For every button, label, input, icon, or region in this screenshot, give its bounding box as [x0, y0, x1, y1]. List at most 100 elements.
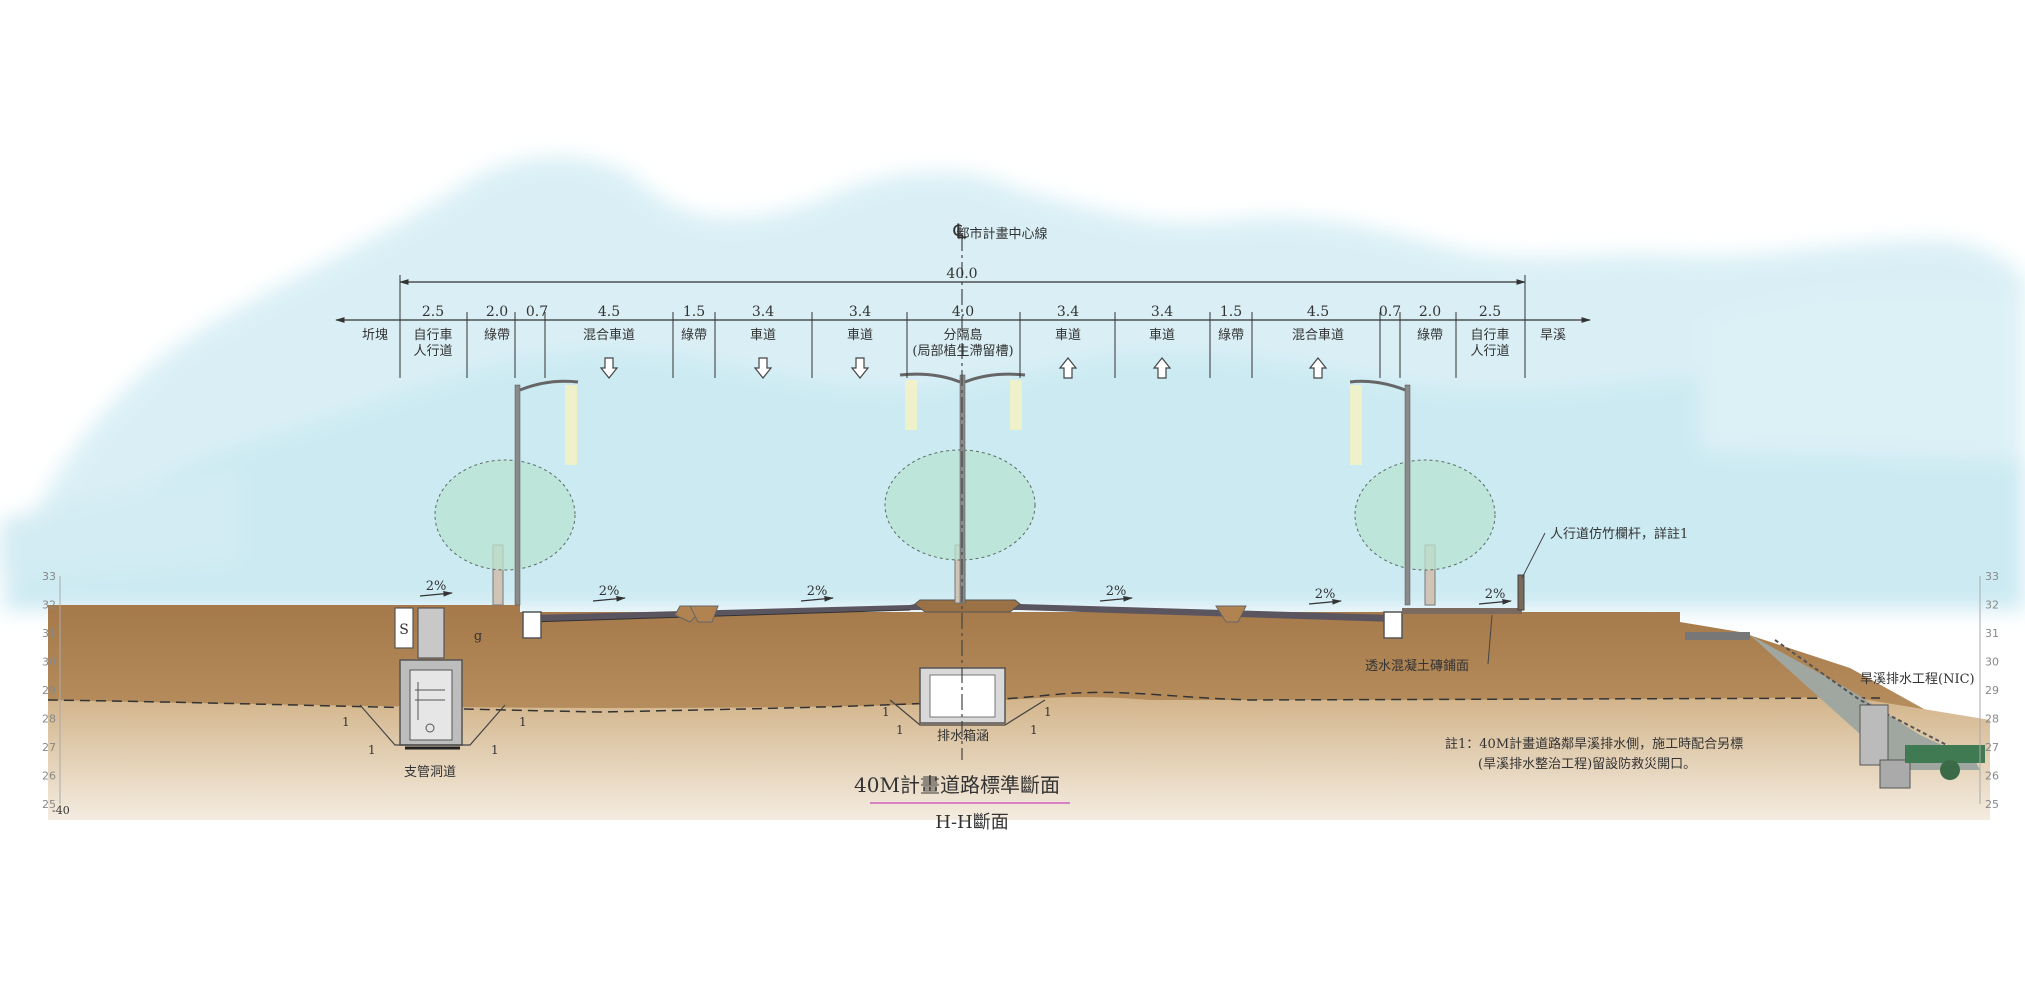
- segment-width: 1.5: [1220, 304, 1242, 320]
- segment-label: 圻塊: [362, 327, 388, 343]
- gutter-right: [1383, 611, 1403, 639]
- branch-culvert-label: 支管洞道: [404, 765, 456, 780]
- slope-labels: 2%2%2%2%2%2%: [419, 579, 1512, 605]
- river-embankment: [1685, 632, 1985, 789]
- tree-right: [1354, 459, 1496, 606]
- segment-width: 3.4: [849, 304, 871, 320]
- branch-culvert: [359, 607, 506, 750]
- note-line-2: (旱溪排水整治工程)留設防救災開口。: [1478, 756, 1696, 772]
- segment-width: 4.0: [952, 304, 974, 320]
- slope-label: 2%: [1315, 587, 1336, 602]
- slope-arrow: [1308, 598, 1342, 605]
- pavement-annotation: 透水混凝土磚鋪面: [1365, 658, 1469, 674]
- segment-width: 2.5: [1479, 304, 1501, 320]
- segment-label: 綠帶: [1417, 328, 1443, 343]
- groundwater-line: [47, 691, 1881, 713]
- drawing-subtitle: H-H斷面: [935, 812, 1008, 833]
- slope-label: 2%: [807, 584, 828, 599]
- elevation-tick: 33: [42, 570, 56, 583]
- elevation-tick: 32: [42, 599, 56, 612]
- bottom-left-tick: -40: [52, 804, 70, 817]
- center-median: [914, 599, 1021, 613]
- slope-label: 2%: [1485, 587, 1506, 602]
- gutter-left: [522, 611, 542, 639]
- segment-width: 3.4: [752, 304, 774, 320]
- elevation-tick: 28: [1985, 713, 1999, 726]
- ratio-center-4: 1: [1030, 723, 1038, 737]
- dimension-ticks: [399, 275, 1526, 378]
- drawing-title: 40M計畫道路標準斷面: [854, 773, 1060, 797]
- s-mark: S: [399, 622, 409, 638]
- ratio-left-3: 1: [519, 715, 527, 729]
- railing-leader: [1521, 532, 1546, 579]
- elevation-tick: 31: [42, 627, 56, 640]
- river-works-annotation: 旱溪排水工程(NIC): [1860, 672, 1975, 687]
- box-culvert-label: 排水箱涵: [937, 728, 989, 744]
- segment-label: 車道: [847, 328, 873, 343]
- ratio-left-2: 1: [368, 743, 376, 757]
- lane-arrows: [599, 357, 1328, 379]
- slope-label: 2%: [1106, 584, 1127, 599]
- segment-width: 3.4: [1057, 304, 1079, 320]
- arrow-down-icon: [753, 357, 773, 379]
- elevation-tick: 26: [1985, 770, 1999, 783]
- segment-width: 0.7: [1379, 304, 1401, 320]
- median-right-green: [1215, 605, 1247, 623]
- ratio-center-3: 1: [1044, 705, 1052, 719]
- segment-label: 自行車: [413, 328, 452, 343]
- arrow-down-icon: [599, 357, 619, 379]
- segment-label: 旱溪: [1540, 328, 1566, 343]
- segment-width: 2.0: [486, 304, 508, 320]
- arrow-up-icon: [1152, 357, 1172, 379]
- g-mark: g: [474, 629, 482, 644]
- arrow-up-icon: [1058, 357, 1078, 379]
- slope-label: 2%: [426, 579, 447, 594]
- pavement-leader: [1487, 614, 1493, 665]
- soil-lower-layer: [48, 697, 1990, 820]
- elevation-tick: 30: [42, 656, 56, 669]
- sidewalk-right: [1402, 608, 1522, 614]
- elevation-tick: 30: [1985, 656, 1999, 669]
- segment-label: 分隔島: [943, 328, 982, 343]
- elevation-tick: 25: [42, 798, 56, 811]
- arrow-up-icon: [1308, 357, 1328, 379]
- segment-width: 4.5: [1307, 304, 1329, 320]
- elevation-tick: 27: [42, 741, 56, 754]
- median-left-small: [689, 605, 719, 623]
- segment-label: 人行道: [1470, 344, 1509, 359]
- ratio-center-2: 1: [896, 723, 904, 737]
- slope-arrow: [1478, 598, 1512, 605]
- segment-label: 車道: [1055, 328, 1081, 343]
- total-width-label: 40.0: [946, 266, 977, 282]
- elevation-tick: 31: [1985, 627, 1999, 640]
- tree-left: [434, 459, 576, 606]
- segment-label: 綠帶: [1218, 328, 1244, 343]
- elevation-tick: 32: [1985, 599, 1999, 612]
- slope-arrow: [1099, 595, 1133, 602]
- segment-width: 4.5: [598, 304, 620, 320]
- segment-label: 混合車道: [1292, 328, 1344, 343]
- slope-arrow: [419, 590, 453, 597]
- centerline-symbol: ℄: [953, 219, 967, 243]
- centerline-label: 都市計畫中心線: [956, 226, 1047, 242]
- ratio-left-1: 1: [342, 715, 350, 729]
- segment-label: 綠帶: [681, 328, 707, 343]
- railing-post: [1517, 574, 1525, 611]
- elevation-tick: 29: [42, 684, 56, 697]
- segment-label: 車道: [1149, 328, 1175, 343]
- segment-width: 0.7: [526, 304, 548, 320]
- elevation-tick: 33: [1985, 570, 1999, 583]
- elevation-tick: 27: [1985, 741, 1999, 754]
- segment-label: 自行車: [1470, 328, 1509, 343]
- elevation-tick: 26: [42, 770, 56, 783]
- arrow-down-icon: [850, 357, 870, 379]
- streetlight-right: [1349, 379, 1411, 606]
- segment-label: 人行道: [413, 344, 452, 359]
- streetlight-left: [514, 379, 579, 606]
- segment-label: 車道: [750, 328, 776, 343]
- ratio-center-1: 1: [882, 705, 890, 719]
- segment-width: 2.0: [1419, 304, 1441, 320]
- segment-label: 混合車道: [583, 328, 635, 343]
